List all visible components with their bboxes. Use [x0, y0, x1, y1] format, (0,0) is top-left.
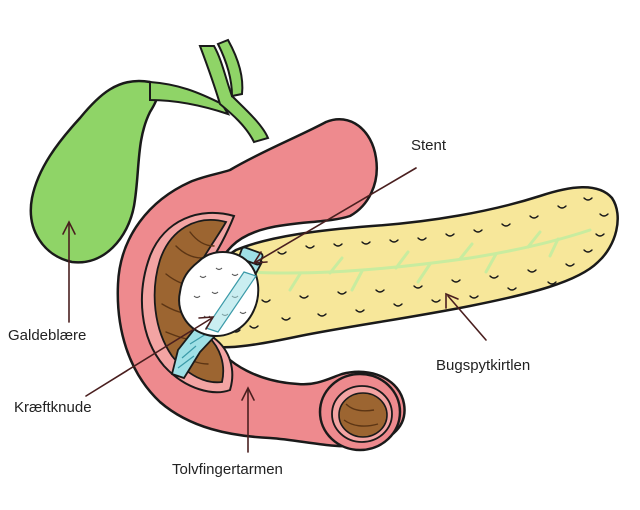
stent-through-tumor	[205, 271, 257, 333]
bile-duct	[198, 45, 270, 144]
gallbladder	[29, 38, 270, 264]
tumor-body	[178, 251, 260, 337]
leader-line-pancreas	[445, 292, 487, 341]
label-pancreas: Bugspytkirtlen	[436, 357, 530, 374]
leader-line-duodenum	[241, 386, 255, 453]
leader-lines	[62, 167, 487, 453]
label-duodenum: Tolvfingertarmen	[172, 461, 283, 478]
labels: Galdeblære Stent Bugspytkirtlen Kræftknu…	[8, 137, 530, 478]
tumor	[178, 251, 260, 337]
leader-line-stent	[252, 167, 417, 264]
cystic-duct	[149, 80, 231, 116]
pancreas-texture	[225, 197, 609, 333]
label-stent: Stent	[411, 137, 447, 154]
leader-line-gallbladder	[62, 220, 76, 323]
label-tumor: Kræftknude	[14, 399, 92, 416]
gallbladder-body	[29, 79, 160, 264]
pancreatic-duct	[248, 228, 592, 292]
duodenum-cross-section	[318, 372, 402, 452]
hepatic-duct	[216, 38, 244, 98]
leader-line-tumor	[85, 316, 215, 397]
label-gallbladder: Galdeblære	[8, 327, 86, 344]
